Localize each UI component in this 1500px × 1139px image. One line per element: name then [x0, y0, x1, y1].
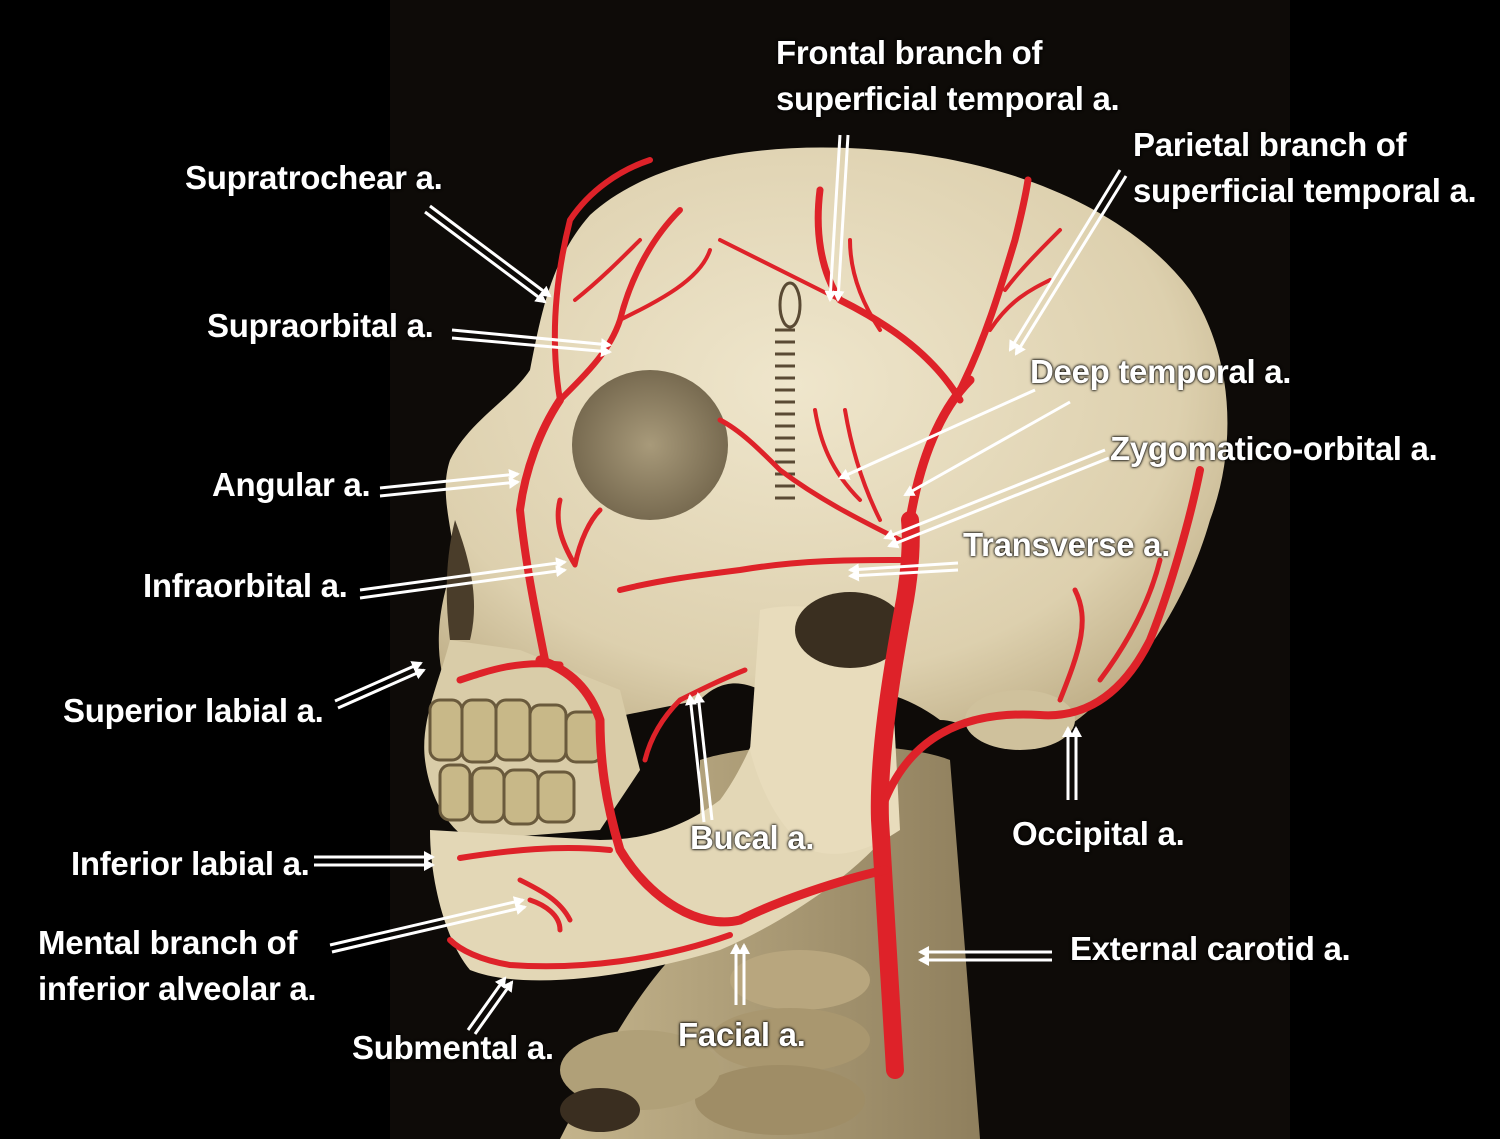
label-facial: Facial a. [678, 1016, 806, 1053]
deep-temporal-artery [813, 408, 882, 522]
mastoid-process [965, 690, 1075, 750]
label-external-carotid: External carotid a. [1070, 930, 1351, 967]
arrow-supratrochear [424, 210, 547, 304]
arrow-parietal-branch [1008, 169, 1122, 352]
label-frontal-branch: Frontal branch of superficial temporal a… [776, 30, 1120, 122]
label-zygomatico-orbital: Zygomatico-orbital a. [1110, 430, 1438, 467]
arrow-mental-branch [329, 896, 525, 947]
label-infraorbital: Infraorbital a. [143, 567, 348, 604]
label-frontal-branch-line1: Frontal branch of [776, 34, 1043, 71]
parietal-branch [956, 176, 1032, 394]
label-mental-branch-line2: inferior alveolar a. [38, 970, 317, 1007]
teeth [428, 698, 604, 826]
arrow-bucal [693, 692, 714, 821]
transverse-facial-artery [617, 557, 903, 593]
arrow-frontal-branch [824, 134, 842, 302]
temporal-fossa [795, 592, 905, 668]
label-inferior-labial: Inferior labial a. [71, 845, 310, 882]
arrow-transverse [848, 561, 959, 576]
arrow-zygomatico-orbital [883, 448, 1106, 541]
arrow-submental [466, 976, 507, 1031]
inferior-labial-artery [457, 845, 613, 861]
label-occipital: Occipital a. [1012, 815, 1185, 852]
annotation-arrows [314, 134, 1128, 1035]
cranium [438, 147, 1228, 741]
superior-labial-artery [456, 660, 564, 684]
arrow-superior-labial [337, 668, 426, 710]
label-superior-labial: Superior labial a. [63, 692, 324, 729]
arrow-supraorbital [451, 328, 612, 351]
orbit-socket [572, 370, 728, 520]
nasal-aperture [446, 520, 475, 640]
label-parietal-branch-line1: Parietal branch of [1133, 126, 1407, 163]
label-submental: Submental a. [352, 1029, 554, 1066]
artery-network [447, 157, 1204, 1079]
zygomatico-orbital-artery [717, 417, 903, 543]
label-mental-branch: Mental branch of inferior alveolar a. [38, 920, 317, 1012]
label-deep-temporal: Deep temporal a. [1030, 353, 1292, 390]
arrow-infraorbital [359, 557, 567, 592]
label-transverse: Transverse a. [963, 526, 1171, 563]
angular-artery [516, 396, 564, 664]
buccal-artery [642, 667, 748, 763]
arrow-angular [379, 468, 520, 490]
label-mental-branch-line1: Mental branch of [38, 924, 298, 961]
mental-artery [517, 877, 573, 933]
external-carotid-artery [870, 511, 920, 1079]
label-parietal-branch-line2: superficial temporal a. [1133, 172, 1477, 209]
label-supraorbital: Supraorbital a. [207, 307, 434, 344]
submental-artery [447, 932, 733, 970]
occipital-artery [881, 466, 1204, 804]
facial-artery [535, 655, 890, 927]
skull-spring [775, 281, 802, 500]
supratrochlear-artery [551, 157, 653, 403]
arrow-deep-temporal [838, 388, 1036, 480]
mandible-ramus [750, 606, 900, 854]
label-supratrochear: Supratrochear a. [185, 159, 443, 196]
label-angular: Angular a. [212, 466, 371, 503]
label-bucal: Bucal a. [690, 819, 815, 856]
label-parietal-branch: Parietal branch of superficial temporal … [1133, 122, 1477, 214]
infraorbital-artery [555, 497, 603, 568]
label-frontal-branch-line2: superficial temporal a. [776, 80, 1120, 117]
